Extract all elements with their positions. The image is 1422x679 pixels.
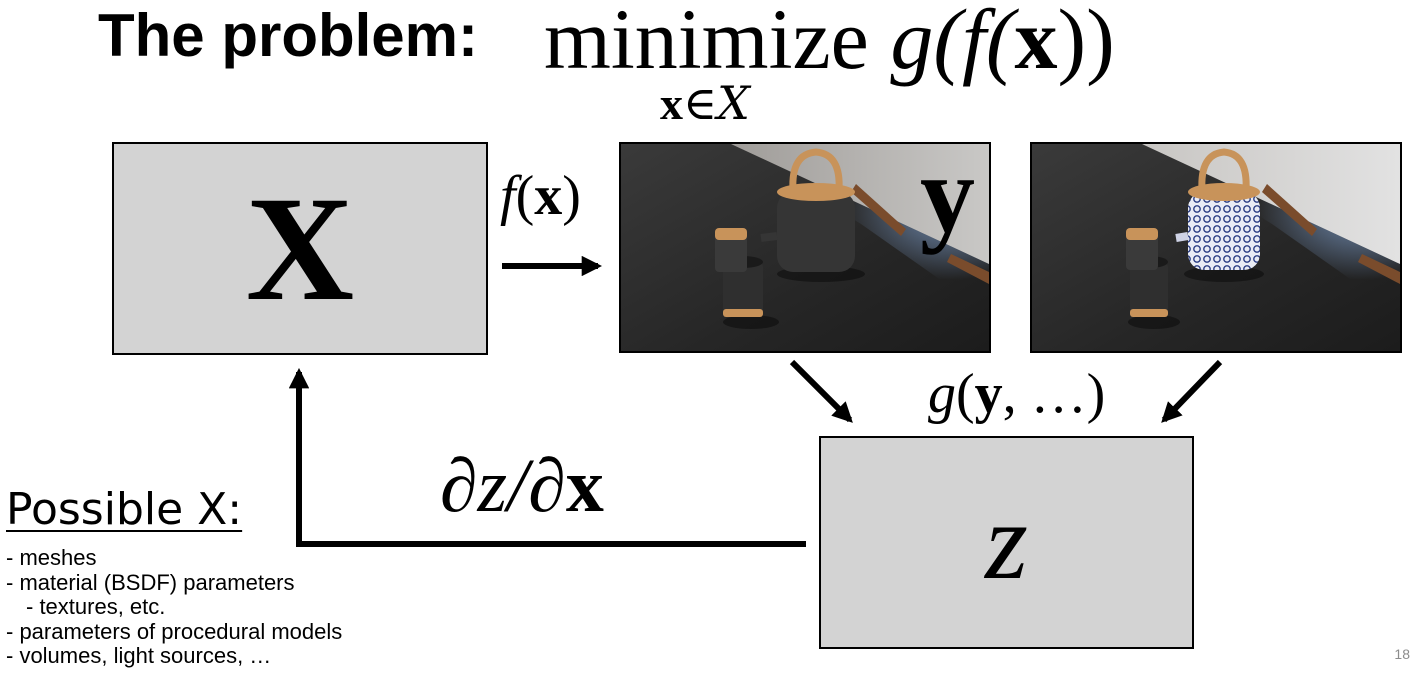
possible-x-heading: Possible X:	[6, 484, 243, 535]
gradient-feedback-arrow	[288, 367, 806, 547]
gradient-den: x	[565, 444, 604, 528]
list-item: - material (BSDF) parameters	[6, 569, 295, 595]
loss-rest: , …)	[1002, 363, 1106, 425]
forward-close: )	[562, 165, 581, 227]
loss-var: y	[974, 363, 1003, 425]
list-item: - textures, etc.	[26, 594, 166, 620]
title-constraint: x∈X	[660, 80, 750, 127]
gradient-label: ∂z/∂x	[440, 448, 604, 524]
output-box: z	[819, 436, 1194, 649]
title-objective-var: x	[1014, 0, 1058, 87]
output-box-label: z	[985, 480, 1028, 602]
forward-open: (	[515, 165, 535, 227]
render-image-patterned	[1030, 142, 1402, 353]
loss-map-label: g(y, …)	[928, 366, 1105, 422]
constraint-rel: ∈	[683, 78, 718, 129]
gradient-num: ∂z/∂	[440, 444, 566, 528]
loss-open: (	[956, 363, 975, 425]
constraint-var: x	[660, 78, 683, 129]
teapot-render-plain	[621, 144, 989, 351]
input-box-label: X	[245, 166, 355, 332]
slide-title-label: The problem:	[98, 2, 479, 69]
render-output-label: y	[920, 142, 975, 255]
render-image-plain: y	[619, 142, 991, 353]
render1-to-z-arrow	[789, 359, 853, 423]
title-operator: minimize	[544, 0, 869, 87]
title-objective: minimize g(f(x))	[544, 0, 1115, 82]
forward-map-label: f(x)	[500, 168, 581, 224]
constraint-set: X	[717, 76, 750, 130]
list-item: - volumes, light sources, …	[6, 643, 272, 669]
possible-x-list: - meshes - material (BSDF) parameters - …	[6, 545, 343, 669]
teapot-render-patterned	[1032, 144, 1400, 351]
list-item: - meshes	[6, 545, 97, 570]
list-item: - parameters of procedural models	[6, 618, 343, 644]
forward-func: f	[500, 165, 516, 227]
forward-var: x	[534, 165, 563, 227]
title-objective-suffix: ))	[1057, 0, 1115, 87]
title-objective-prefix: g(f(	[890, 0, 1015, 87]
render2-to-z-arrow	[1161, 359, 1223, 423]
loss-func: g	[928, 363, 956, 425]
page-number: 18	[1394, 646, 1410, 662]
input-box: X	[112, 142, 488, 355]
